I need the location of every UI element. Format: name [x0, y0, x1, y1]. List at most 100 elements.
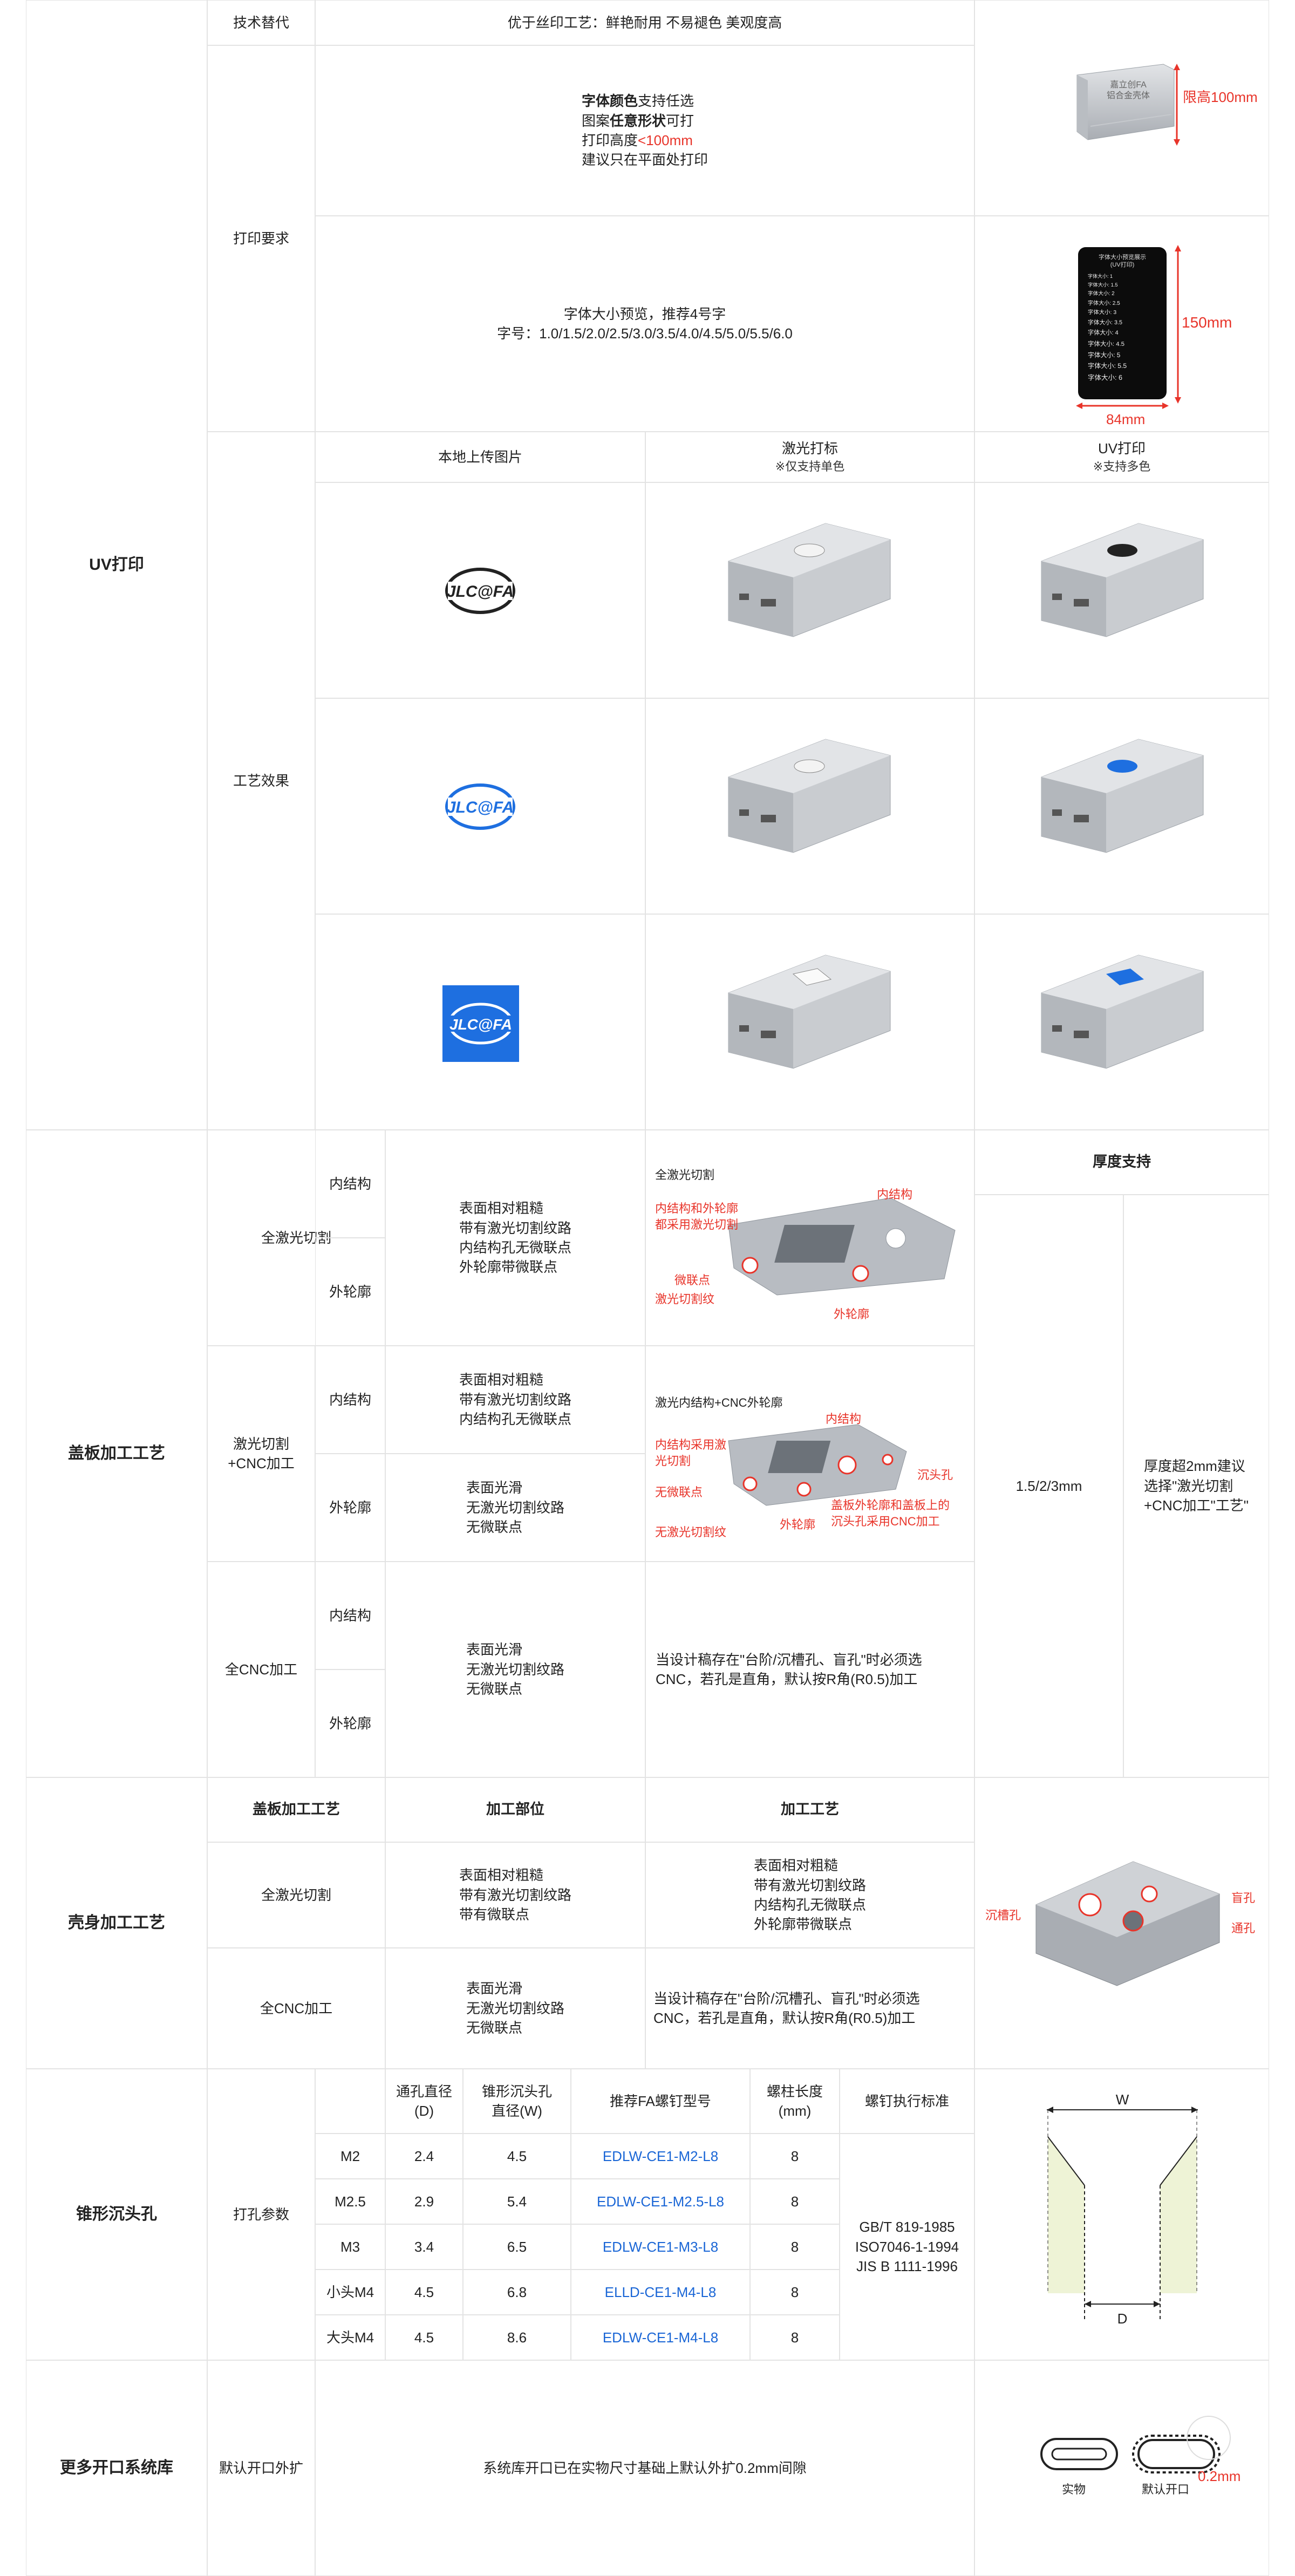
shell-r1-method: 全激光切割: [207, 1842, 385, 1948]
cover-r1-sub1-text: 内结构: [329, 1175, 371, 1192]
cs-model-link[interactable]: EDLW-CE1-M2-L8: [571, 2134, 750, 2179]
cs-size: M2.5: [315, 2179, 385, 2224]
dim-w-head-right: [1162, 403, 1169, 409]
blind-hole: [1141, 1885, 1158, 1903]
shell-r2-process-text: 当设计稿存在"台阶/沉槽孔、盲孔"时必须选 CNC，若孔是直角，默认按R角(R0…: [653, 1989, 920, 2028]
cs-label-text: 打孔参数: [233, 2206, 289, 2223]
plate-vent: [768, 1441, 831, 1473]
wall-left: [1048, 2137, 1085, 2293]
cover-r3-desc-text: 表面光滑 无激光切割纹路 无微联点: [466, 1640, 564, 1699]
cs-model-link[interactable]: EDLW-CE1-M3-L8: [571, 2224, 750, 2270]
cover-r1-sub2: 外轮廓: [315, 1238, 385, 1346]
effect-label-text: 工艺效果: [233, 772, 289, 789]
cs-d: 4.5: [385, 2270, 463, 2315]
desc-line: 表面相对粗糙: [459, 1372, 543, 1388]
thickness-note: 厚度超2mm建议 选择"激光切割 +CNC加工"工艺": [1123, 1195, 1269, 1777]
cs-w: 6.8: [463, 2270, 571, 2315]
note-line: CNC，若孔是直角，默认按R角(R0.5)加工: [656, 1671, 918, 1687]
cover-r2-diagram-cell: [645, 1346, 974, 1562]
col-uv-text: UV打印: [1098, 440, 1146, 457]
cover-r2-sub2: 外轮廓: [315, 1454, 385, 1562]
desc-line: 带有激光切割纹路: [459, 1219, 571, 1236]
card-title-2: (UV打印): [1110, 262, 1135, 269]
logo-square-mask: [448, 1016, 514, 1032]
standard-line: GB/T 819-1985: [859, 2219, 955, 2236]
req-bold-2: 任意形状: [610, 112, 666, 129]
print-req-label: 打印要求: [207, 45, 315, 432]
card-height-dim: [1175, 245, 1181, 404]
cover-r3-sub1: 内结构: [315, 1562, 385, 1669]
case-height-illustration: 嘉立创FA 铝合金壳体: [1076, 64, 1180, 146]
desc-line: 内结构孔无微联点: [459, 1239, 571, 1256]
laser-box-3: [728, 955, 891, 1069]
ann-inner: 内结构: [877, 1188, 913, 1201]
req-pre-2: 图案: [581, 112, 610, 129]
shell-h2: 加工部位: [385, 1777, 645, 1842]
col-laser-text: 激光打标: [781, 440, 838, 457]
cs-len: 8: [750, 2179, 840, 2224]
font-card-cell: [974, 216, 1269, 432]
req-post-2: 可打: [666, 112, 694, 129]
card-line: 字体大小: 5: [1088, 351, 1121, 359]
standard-line: ISO7046-1-1994: [855, 2238, 959, 2255]
cover-section-text: 盖板加工工艺: [68, 1444, 165, 1462]
col-laser: 激光打标※仅支持单色: [645, 432, 974, 482]
ann-blind-hole: 盲孔: [1231, 1891, 1256, 1905]
desc-line: 外轮廓带微联点: [459, 1259, 557, 1276]
cs-model-link[interactable]: EDLW-CE1-M4-L8: [571, 2315, 750, 2360]
cs-model-link[interactable]: EDLW-CE1-M2.5-L8: [571, 2179, 750, 2224]
card-title-1: 字体大小预览展示: [1099, 254, 1146, 261]
cs-diagram-cell: [974, 2069, 1269, 2360]
desc-line: 表面光滑: [466, 1641, 522, 1658]
thickness-head: 厚度支持: [974, 1130, 1269, 1195]
logo-ring-blue: [445, 783, 515, 830]
shell-diagram-cell: [974, 1777, 1269, 2069]
cover-r3-desc: 表面光滑 无激光切割纹路 无微联点: [385, 1562, 645, 1777]
case-print-1: 嘉立创FA: [1110, 80, 1147, 90]
case-groove: [1090, 114, 1172, 127]
cover-r3-sub2: 外轮廓: [315, 1669, 385, 1777]
effect-label: 工艺效果: [207, 432, 315, 1130]
desc-line: 表面光滑: [466, 1480, 522, 1496]
logo-ring: [445, 568, 515, 614]
process-line: 当设计稿存在"台阶/沉槽孔、盲孔"时必须选: [653, 1990, 920, 2007]
ann-laser-texture: 激光切割纹: [655, 1292, 715, 1306]
cover-r3-method-text: 全CNC加工: [224, 1661, 298, 1678]
shell-r1-method-text: 全激光切割: [261, 1886, 331, 1903]
shell-r1-part-text: 表面相对粗糙 带有激光切割纹路 带有微联点: [459, 1865, 571, 1924]
cs-header: 推荐FA螺钉型号: [571, 2069, 750, 2134]
cover-r1-diagram-cell: [645, 1130, 974, 1346]
lib-label: 默认开口外扩: [207, 2360, 315, 2576]
part-line: 表面光滑: [466, 1980, 522, 1997]
cs-d: 2.9: [385, 2179, 463, 2224]
lib-label-text: 默认开口外扩: [219, 2459, 303, 2476]
micro-joint-mark: [741, 1257, 759, 1274]
box-port: [739, 594, 749, 600]
box-mark: [1107, 544, 1137, 557]
card-width-dim: [1076, 403, 1169, 409]
case-body: [1076, 64, 1175, 140]
font-preview-line2: 字号：1.0/1.5/2.0/2.5/3.0/3.5/4.0/4.5/5.0/5…: [497, 325, 793, 342]
lib-desc-text: 系统库开口已在实物尺寸基础上默认外扩0.2mm间隙: [483, 2459, 807, 2476]
cover-r2-method-text2: +CNC加工: [228, 1455, 295, 1471]
box-port: [739, 1025, 749, 1032]
case-print-2: 铝合金壳体: [1107, 91, 1150, 100]
real-label: 实物: [1062, 2483, 1086, 2496]
cs-w: 5.4: [463, 2179, 571, 2224]
font-preview-cell: 字体大小预览，推荐4号字 字号：1.0/1.5/2.0/2.5/3.0/3.5/…: [315, 216, 974, 432]
wall-right: [1160, 2137, 1197, 2293]
dim-w-label: 84mm: [1106, 411, 1146, 427]
box-mark: [1107, 760, 1137, 773]
cover-r3-note-text: 当设计稿存在"台阶/沉槽孔、盲孔"时必须选 CNC，若孔是直角，默认按R角(R0…: [656, 1650, 922, 1689]
thickness-head-text: 厚度支持: [1093, 1154, 1151, 1170]
desc-line: 无激光切割纹路: [466, 1661, 564, 1678]
part-line: 无微联点: [466, 2020, 522, 2036]
ann-outline: 外轮廓: [834, 1307, 870, 1321]
note-line: 选择"激光切割: [1144, 1477, 1233, 1494]
shell-r1-process-text: 表面相对粗糙 带有激光切割纹路 内结构孔无微联点 外轮廓带微联点: [754, 1856, 866, 1934]
req-pre-3: 打印高度: [581, 132, 638, 148]
cs-model-link[interactable]: ELLD-CE1-M4-L8: [571, 2270, 750, 2315]
note-line: 厚度超2mm建议: [1144, 1458, 1245, 1475]
